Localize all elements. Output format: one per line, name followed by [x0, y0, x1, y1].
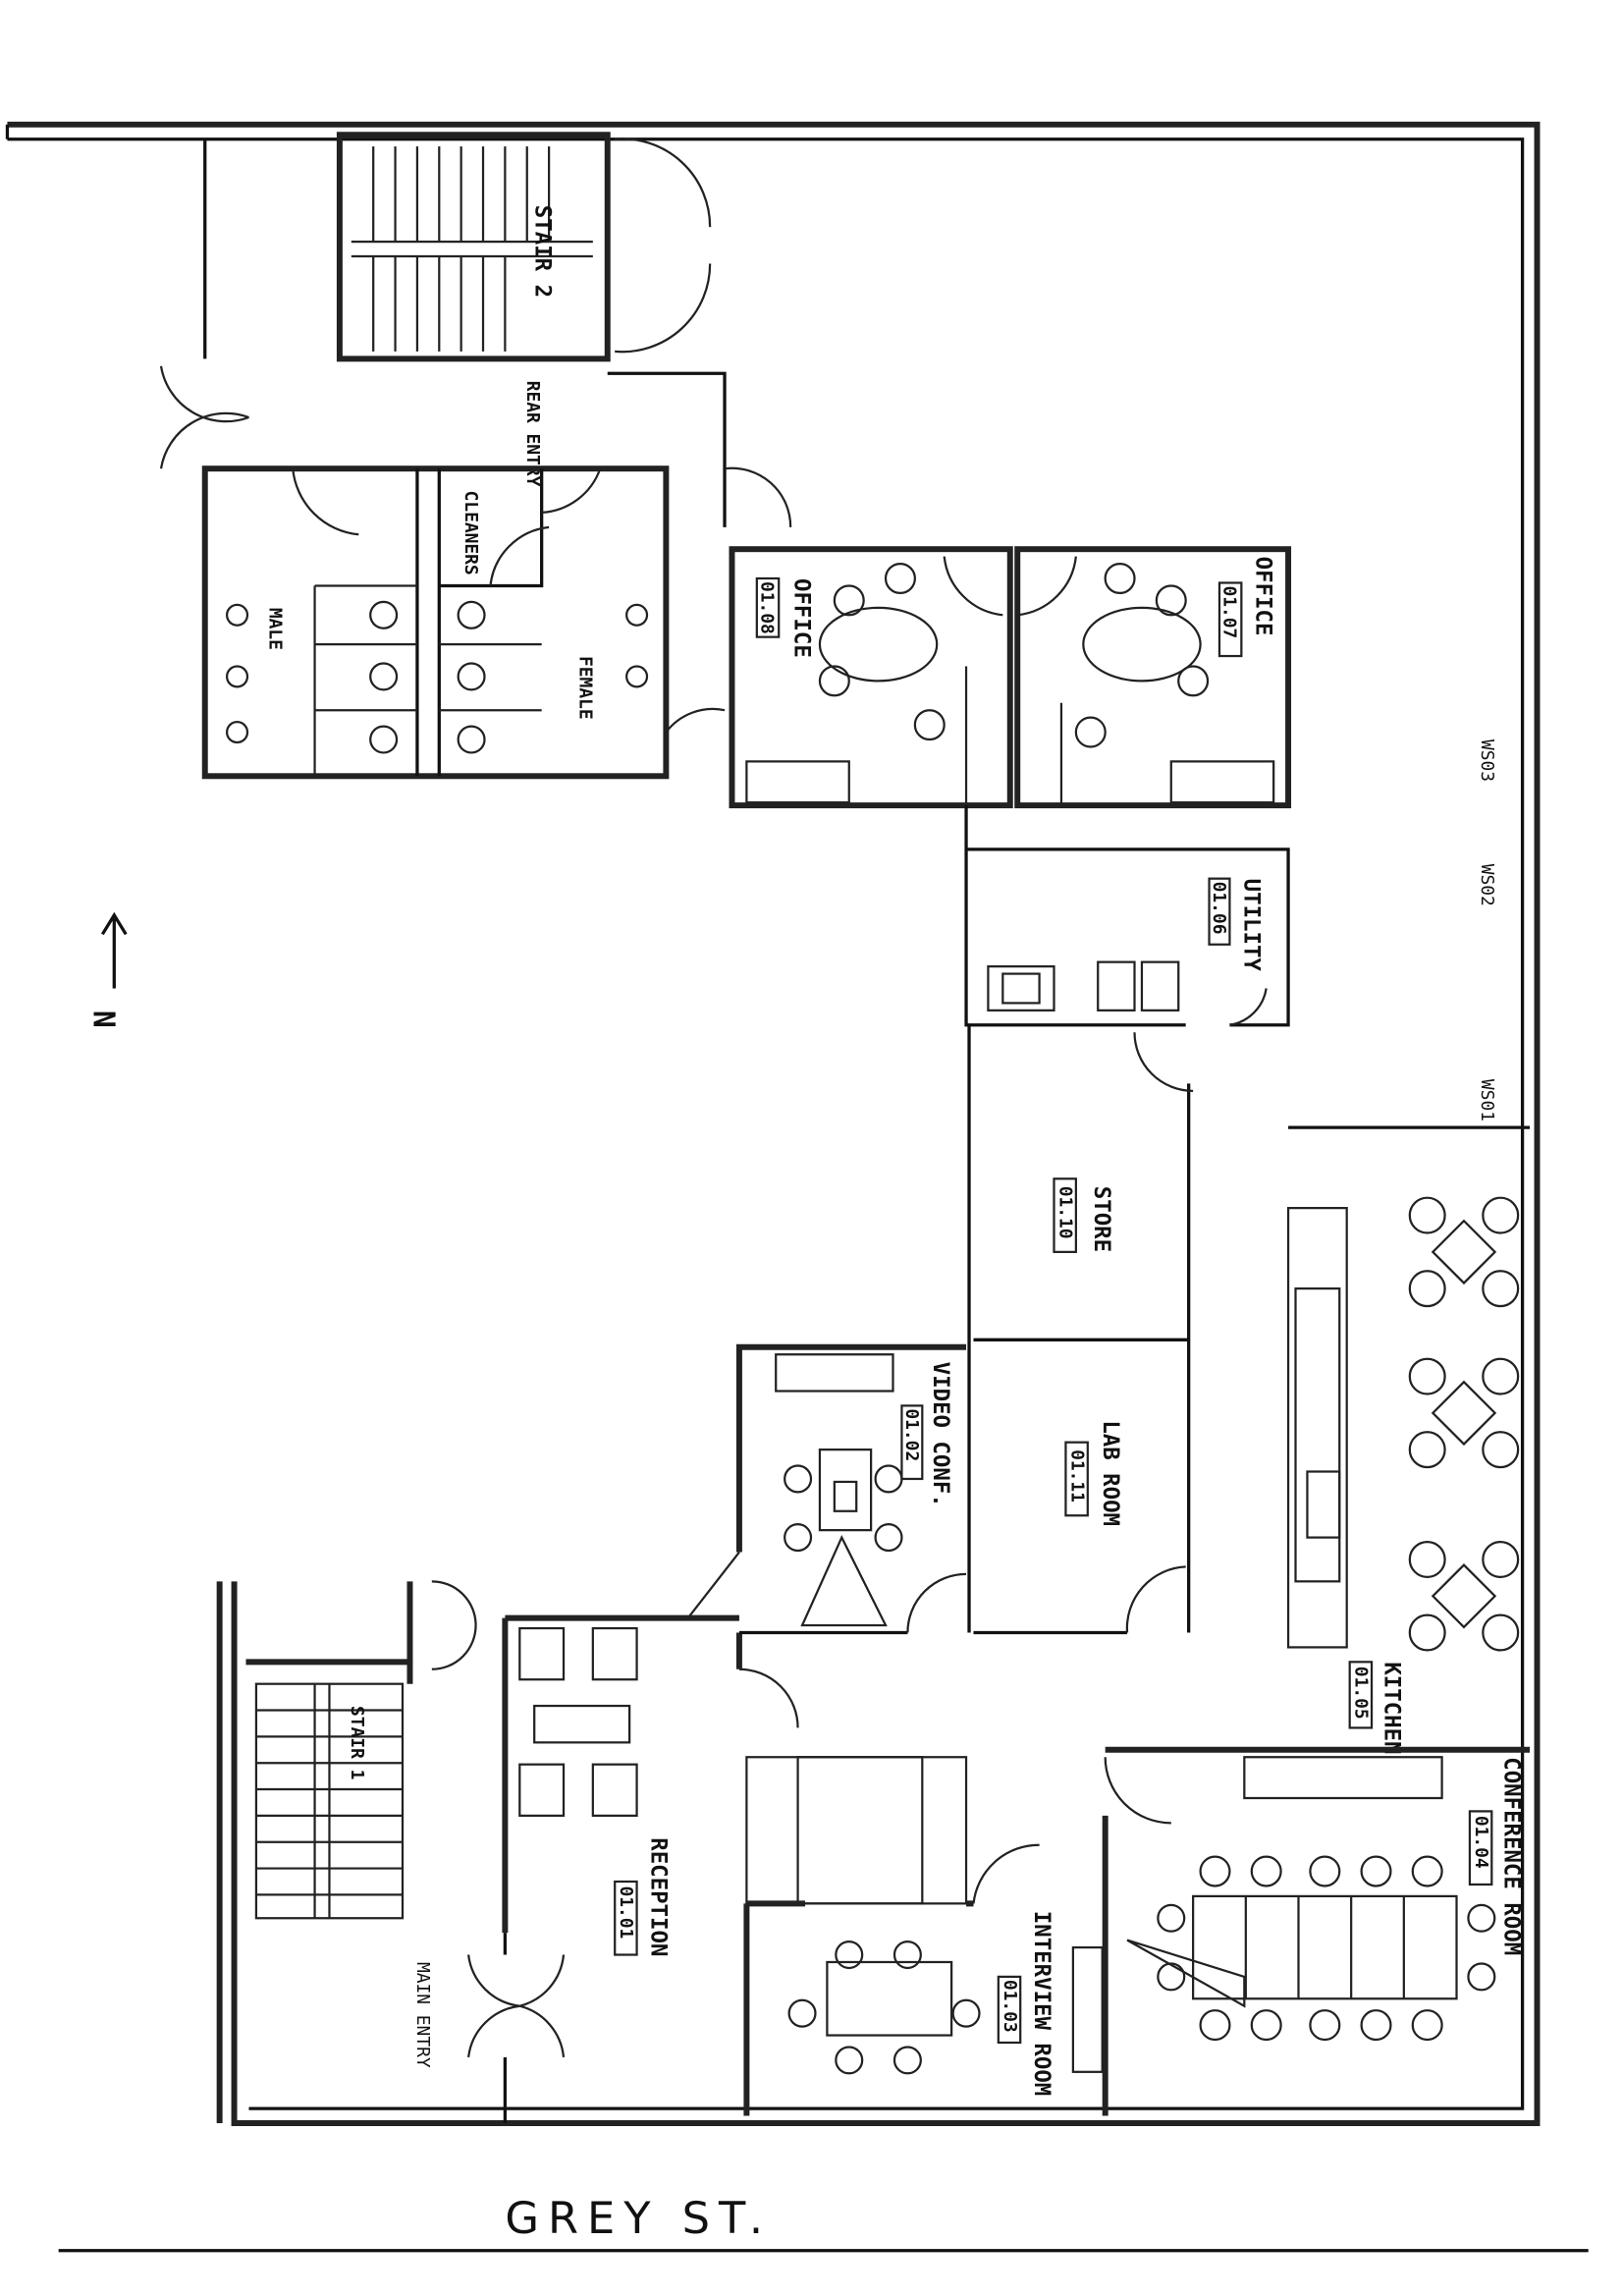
- kitchen-number: 01.05: [1351, 1667, 1372, 1720]
- lab-label: LAB ROOM: [1098, 1420, 1123, 1526]
- reception-number: 01.01: [616, 1886, 636, 1939]
- ws03-label: WS03: [1477, 739, 1497, 782]
- kitchen-tables: [1408, 1196, 1520, 1652]
- female-label: FEMALE: [574, 656, 595, 720]
- main-entry-label: MAIN ENTRY: [412, 1962, 433, 2068]
- conference-label: CONFERENCE ROOM: [1499, 1757, 1525, 1955]
- video-conf-number: 01.02: [901, 1408, 922, 1461]
- interview-room-01-03: 01.03 INTERVIEW ROOM: [743, 1756, 1104, 2116]
- lab-number: 01.11: [1066, 1449, 1087, 1503]
- store-number: 01.10: [1054, 1186, 1075, 1239]
- interview-number: 01.03: [1000, 1980, 1020, 2033]
- cleaners-label: CLEANERS: [460, 491, 481, 575]
- workstations: WS03 WS02 WS01: [1477, 739, 1497, 1121]
- rear-entry: REAR ENTRY: [159, 137, 792, 527]
- video-conf-01-02: 01.02 VIDEO CONF.: [686, 1343, 967, 1669]
- stair-1-label: STAIR 1: [347, 1706, 367, 1779]
- outer-walls: [5, 121, 1541, 2126]
- male-label: MALE: [264, 608, 285, 650]
- office-01-07-number: 01.07: [1218, 585, 1239, 638]
- kitchen-01-05: 01.05 KITCHEN: [1286, 1125, 1531, 1755]
- stair-2: STAIR 2: [336, 132, 611, 362]
- conference-room-01-04: 01.04 CONFERENCE ROOM: [1102, 1746, 1531, 2116]
- office-01-08: 01.08 OFFICE: [729, 546, 1013, 809]
- reception-01-01: 01.01 RECEPTION: [431, 1580, 799, 1956]
- north-label: N: [85, 1011, 120, 1028]
- street: GREY ST.: [58, 2192, 1589, 2253]
- video-conf-label: VIDEO CONF.: [928, 1362, 953, 1507]
- office-01-08-number: 01.08: [756, 581, 777, 634]
- store-label: STORE: [1089, 1186, 1114, 1252]
- office-01-07: 01.07 OFFICE: [1014, 546, 1292, 809]
- conference-number: 01.04: [1471, 1816, 1491, 1869]
- street-label: GREY ST.: [505, 2192, 772, 2244]
- stair-2-label: STAIR 2: [530, 205, 556, 298]
- toilets-block: CLEANERS MALE FEMALE: [201, 465, 726, 780]
- interview-label: INTERVIEW ROOM: [1029, 1911, 1054, 2096]
- main-entry: MAIN ENTRY: [412, 1933, 566, 2123]
- kitchen-label: KITCHEN: [1379, 1662, 1404, 1754]
- north-arrow-icon: [100, 911, 128, 989]
- utility-01-06: 01.06 UTILITY: [964, 805, 1290, 1027]
- office-01-08-label: OFFICE: [789, 578, 815, 658]
- rear-entry-label: REAR ENTRY: [522, 381, 543, 487]
- utility-label: UTILITY: [1238, 879, 1264, 972]
- north-arrow: N: [85, 911, 128, 1028]
- utility-number: 01.06: [1209, 882, 1229, 935]
- stair-1: STAIR 1: [216, 1581, 413, 2123]
- ws01-label: WS01: [1477, 1079, 1497, 1121]
- ws02-label: WS02: [1477, 864, 1497, 906]
- lab-room-01-11: 01.11 LAB ROOM: [973, 1420, 1191, 1635]
- store-01-10: 01.10 STORE: [967, 1024, 1194, 1633]
- office-01-07-label: OFFICE: [1250, 557, 1275, 636]
- reception-label: RECEPTION: [645, 1837, 671, 1956]
